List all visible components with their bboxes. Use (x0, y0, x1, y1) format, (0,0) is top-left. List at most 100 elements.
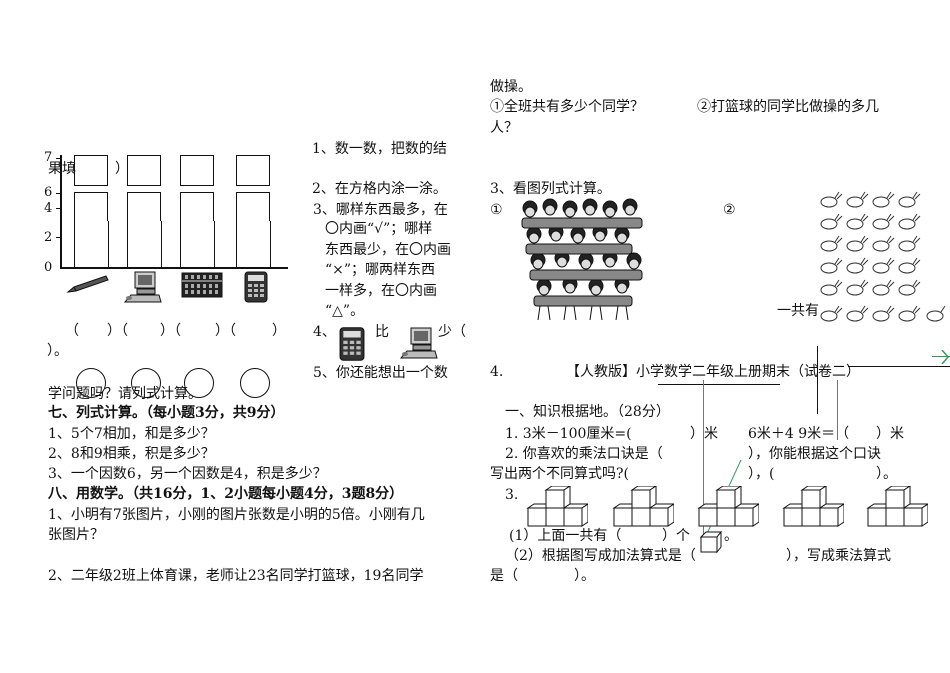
q3-text: 东西最少，在〇内画 (325, 242, 451, 258)
y-tick: 2 (44, 230, 53, 245)
s1-line: ）。 (876, 466, 897, 482)
answer-circle[interactable] (240, 368, 270, 398)
chart-top-box[interactable] (127, 155, 161, 186)
sec8-item: 张图片？ (48, 527, 104, 543)
answer-blank[interactable]: ）（ (215, 323, 236, 339)
answer-blank[interactable]: ） (272, 323, 286, 339)
s1-line: 。 (724, 528, 738, 544)
s1-line: ）米 (876, 426, 904, 442)
q4-text: 比 (375, 324, 389, 340)
chart-cell[interactable] (236, 221, 271, 238)
text-line: 做操。 (490, 79, 532, 95)
sec8-item: 1、小明有7张图片，小刚的图片张数是小明的5倍。小刚有几 (48, 507, 425, 523)
section-7-title: 七、列式计算。（每小题3分，共9分） (48, 405, 285, 421)
chart-cell[interactable] (236, 237, 271, 268)
chart-cell[interactable] (127, 192, 161, 222)
cube-stack-image (526, 486, 588, 527)
s1-line: 6米＋4 9米＝（ (748, 426, 850, 442)
text-line: ①全班共有多少个同学？ (490, 99, 644, 115)
cube-stack-image (612, 486, 674, 527)
q5-text-cont: 学问题吗？请列式计算。 (48, 386, 202, 402)
s1-line: ），( (748, 466, 775, 482)
answer-circle[interactable] (76, 368, 106, 398)
rabbits-group-image (820, 191, 946, 322)
cursor-horizontal-line (848, 366, 950, 367)
chart-top-box[interactable] (74, 155, 108, 186)
chart-cell[interactable] (74, 237, 109, 268)
chart-cell[interactable] (74, 192, 108, 222)
cube-icon (699, 531, 723, 553)
answer-circle[interactable] (184, 368, 214, 398)
green-arrow-mark (941, 350, 949, 364)
question-4-number: 4. (490, 364, 504, 380)
q1-text-2: 果填 (48, 161, 76, 177)
q3-text: 3、哪样东西最多，在 (313, 202, 448, 218)
pencil-icon (66, 275, 109, 293)
chart-cell[interactable] (236, 192, 270, 222)
students-group-image (521, 198, 643, 321)
chart-cell[interactable] (180, 192, 214, 222)
calculator-icon (244, 271, 268, 303)
section-8-title: 八、用数学。（共16分，1、2小题每小题4分，3题8分） (48, 486, 404, 502)
sec7-item: 1、5个7相加，和是多少？ (48, 426, 215, 442)
q1-paren: ） (115, 161, 129, 177)
cube-stack-image (782, 486, 844, 527)
marker-2: ② (723, 202, 736, 218)
y-tick: 7 (44, 150, 53, 165)
calculator-icon (339, 327, 365, 361)
y-tick: 6 (44, 185, 53, 200)
answer-circle[interactable] (131, 368, 161, 398)
q3-text: 一样多，在〇内画 (325, 283, 437, 299)
text-line: 人？ (490, 120, 518, 136)
s1-line: （2）根据图写成加法算式是（ (505, 548, 696, 564)
marker-1: ① (490, 202, 503, 218)
cube-stack-image (697, 486, 759, 527)
s1-line: 写出两个不同算式吗?( (490, 466, 629, 482)
chart-cell[interactable] (180, 237, 215, 268)
chart-cell[interactable] (127, 237, 162, 268)
chart-cell[interactable] (74, 221, 109, 238)
sec8-item: 2、二年级2班上体育课，老师让23名同学打篮球，19名同学 (48, 568, 424, 584)
s1-line: ）个 (662, 528, 690, 544)
answer-blank[interactable]: （ (65, 323, 79, 339)
chart-cell[interactable] (180, 221, 215, 238)
answer-blank[interactable]: ）（ (107, 323, 128, 339)
header-underline (658, 384, 780, 385)
q3-text: “×”；哪两样东西 (325, 262, 436, 278)
answer-blank[interactable]: ）（ (160, 323, 181, 339)
green-guide-line (837, 380, 838, 440)
s1-line: ），写成乘法算式 (786, 548, 891, 564)
green-guide-line (703, 380, 704, 542)
chart-top-box[interactable] (180, 155, 214, 186)
yigong-label: 一共有 (777, 303, 819, 319)
q5-text: 5、你还能想出一个数 (313, 365, 448, 381)
computer-icon (123, 271, 162, 303)
exam-header: 【人教版】小学数学二年级上册期末（试卷二） (566, 364, 860, 380)
abacus-icon (181, 272, 223, 298)
q3-text: 〇内画“√”；哪样 (325, 221, 433, 237)
s1-line: ），你能根据这个口诀 (748, 446, 881, 462)
s1-line: 2. 你喜欢的乘法口诀是（ (505, 446, 663, 462)
chart-top-box[interactable] (74, 155, 108, 186)
q4-text: 少（ (438, 324, 466, 340)
s1-line: 是（ ）。 (490, 568, 595, 584)
text-line: 3、看图列式计算。 (490, 181, 611, 197)
q2-text: 2、在方格内涂一涂。 (312, 181, 447, 197)
section-1-title: 一、知识根据地。（28分） (505, 404, 670, 420)
chart-cell[interactable] (127, 221, 162, 238)
cursor-vertical-line (817, 346, 818, 414)
chart-top-box[interactable] (236, 155, 270, 186)
s1-line: (1）上面一共有（ (509, 528, 622, 544)
y-tick: 4 (44, 201, 53, 216)
sec7-item: 3、一个因数6，另一个因数是4，积是多少？ (48, 466, 327, 482)
q3-text: “△”。 (325, 303, 365, 319)
text-line: ②打篮球的同学比做操的多几 (697, 99, 879, 115)
s1-line: 1. 3米－100厘米=( (505, 426, 632, 442)
s1-line: 3. (505, 487, 519, 503)
answer-blank[interactable]: ）。 (47, 343, 68, 359)
q1-text: 1、数一数，把数的结 (312, 141, 447, 157)
computer-icon (399, 327, 438, 359)
s1-line: ）米 (690, 426, 718, 442)
sec7-item: 2、8和9相乘，积是多少？ (48, 446, 215, 462)
y-tick: 0 (44, 260, 53, 275)
